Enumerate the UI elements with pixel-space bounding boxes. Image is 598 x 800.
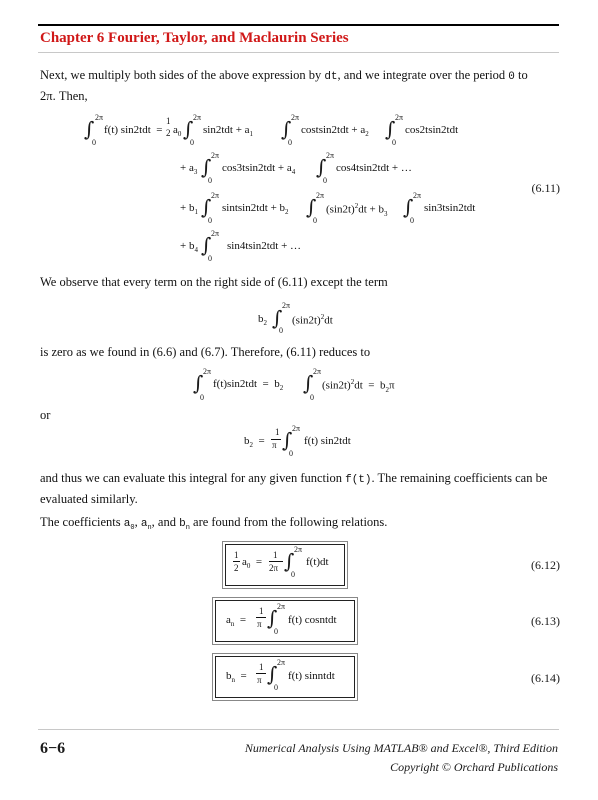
equation-number-6-13: (6.13): [531, 614, 560, 628]
footer-book-title: Numerical Analysis Using MATLAB® and Exc…: [244, 741, 558, 755]
paragraph-or: or: [40, 408, 51, 422]
equation-box-6-13: an = 1 π ∫ 2π 0 f(t) cosntdt: [215, 600, 355, 642]
equation-number-6-11: (6.11): [531, 181, 560, 195]
paragraph-coefficients: The coefficients a0, an, and bn are foun…: [40, 515, 388, 533]
paragraph-intro: Next, we multiply both sides of the abov…: [40, 68, 528, 103]
header-divider: [38, 52, 559, 53]
paragraph-observe: We observe that every term on the right …: [40, 275, 388, 289]
header-rule: [38, 24, 559, 26]
equation-box-6-12: 1 2 a0 = 1 2π ∫ 2π 0 f(t)dt: [225, 544, 345, 586]
footer-copyright: Copyright © Orchard Publications: [390, 760, 558, 774]
footer-divider: [38, 729, 559, 730]
paragraph-evaluate: and thus we can evaluate this integral f…: [40, 471, 548, 506]
page-number: 6−6: [40, 740, 66, 757]
equation-number-6-14: (6.14): [531, 671, 560, 685]
chapter-title: Chapter 6 Fourier, Taylor, and Maclaurin…: [40, 30, 349, 46]
paragraph-reduces: is zero as we found in (6.6) and (6.7). …: [40, 345, 371, 359]
equation-box-6-14: bn = 1 π ∫ 2π 0 f(t) sinntdt: [215, 656, 355, 698]
equation-number-6-12: (6.12): [531, 558, 560, 572]
